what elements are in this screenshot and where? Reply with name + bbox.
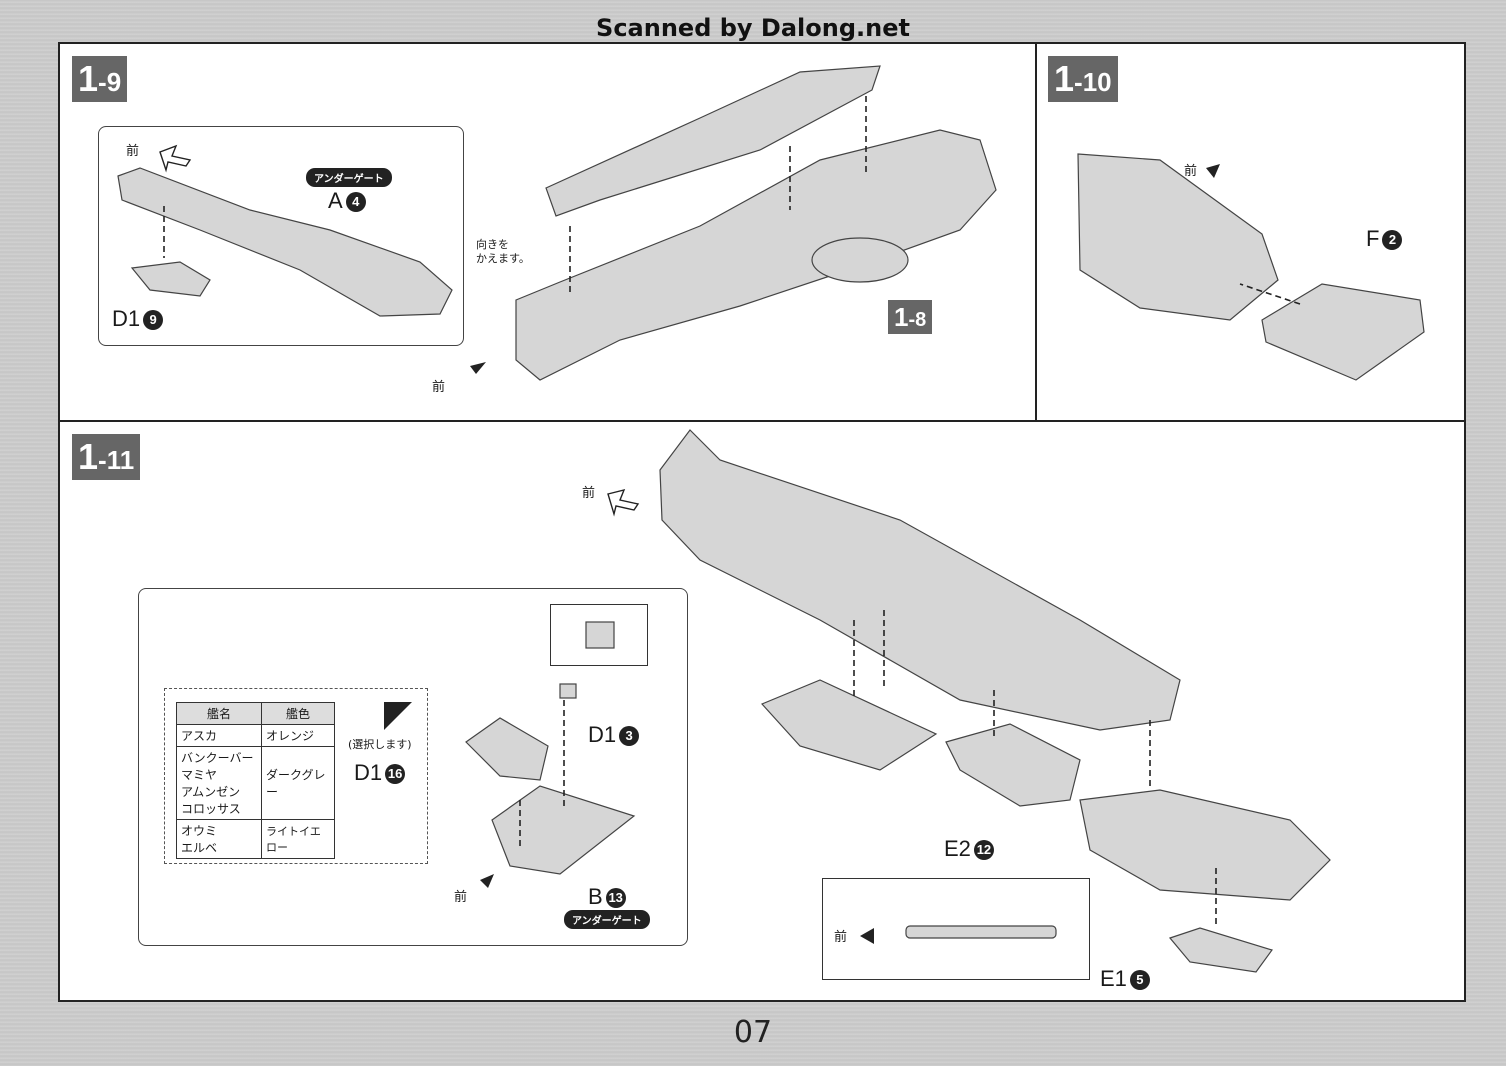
front-label: 前	[834, 929, 848, 944]
front-label: 前	[582, 485, 596, 500]
upper-deck-part	[545, 65, 881, 217]
part-d1-3	[559, 683, 577, 699]
hull-pod	[811, 237, 909, 283]
part-d1-3-zoom	[585, 621, 615, 649]
part-f2	[1261, 283, 1425, 381]
front-label: 前	[126, 143, 140, 158]
ship-color-table: 艦名 艦色 アスカ オレンジ バンクーバー マミヤ アムンゼン コロッサス ダー…	[176, 702, 335, 859]
page-number: 07	[733, 1015, 773, 1050]
part-e1-5	[1168, 927, 1273, 973]
part-lower-fin	[760, 679, 938, 771]
step-badge-1-10: 1-10	[1048, 56, 1118, 102]
ship-color-cell: ライトイエロー	[261, 819, 335, 859]
lower-hull-part	[1079, 789, 1331, 901]
ship-name-cell: アスカ	[176, 724, 262, 747]
ship-color-cell: ダークグレー	[261, 746, 335, 820]
ship-name-cell: オウミ エルベ	[176, 819, 262, 859]
step-badge-1-8: 1-8	[888, 300, 933, 334]
hull-assembly-1-11	[659, 429, 1181, 731]
front-label: 前	[454, 889, 468, 904]
header-ship-name: 艦名	[176, 702, 262, 725]
table-row: アスカ オレンジ	[176, 724, 335, 747]
scan-credit: Scanned by Dalong.net	[596, 14, 910, 42]
d1-3-callout	[550, 604, 648, 666]
turn-note: 向きを かえます。	[476, 238, 530, 265]
front-label: 前	[432, 379, 446, 394]
table-row: オウミ エルベ ライトイエロー	[176, 819, 335, 859]
step-badge-1-9: 1-9	[72, 56, 128, 102]
hull-assembly-1-8	[515, 129, 997, 381]
select-note: (選択します)	[348, 738, 412, 751]
panel-divider-horizontal	[58, 420, 1464, 422]
part-b13	[491, 785, 636, 875]
panel-divider-vertical	[1035, 42, 1037, 422]
part-e2-12	[945, 723, 1081, 807]
under-gate-badge: アンダーゲート	[564, 910, 650, 929]
hull-part-a4	[117, 167, 453, 317]
header-ship-color: 艦色	[261, 702, 335, 725]
table-header-row: 艦名 艦色	[176, 702, 335, 725]
under-gate-badge: アンダーゲート	[306, 168, 392, 187]
ship-name-cell: バンクーバー マミヤ アムンゼン コロッサス	[176, 746, 262, 820]
step-badge-1-11: 1-11	[72, 434, 141, 480]
color-table-frame	[164, 688, 428, 864]
part-d1-16	[465, 717, 549, 781]
hull-section-1-10	[1077, 153, 1279, 321]
front-label: 前	[1184, 163, 1198, 178]
table-row: バンクーバー マミヤ アムンゼン コロッサス ダークグレー	[176, 746, 335, 820]
ship-color-cell: オレンジ	[261, 724, 335, 747]
part-d1-9	[130, 261, 211, 297]
keel-part	[905, 925, 1057, 939]
